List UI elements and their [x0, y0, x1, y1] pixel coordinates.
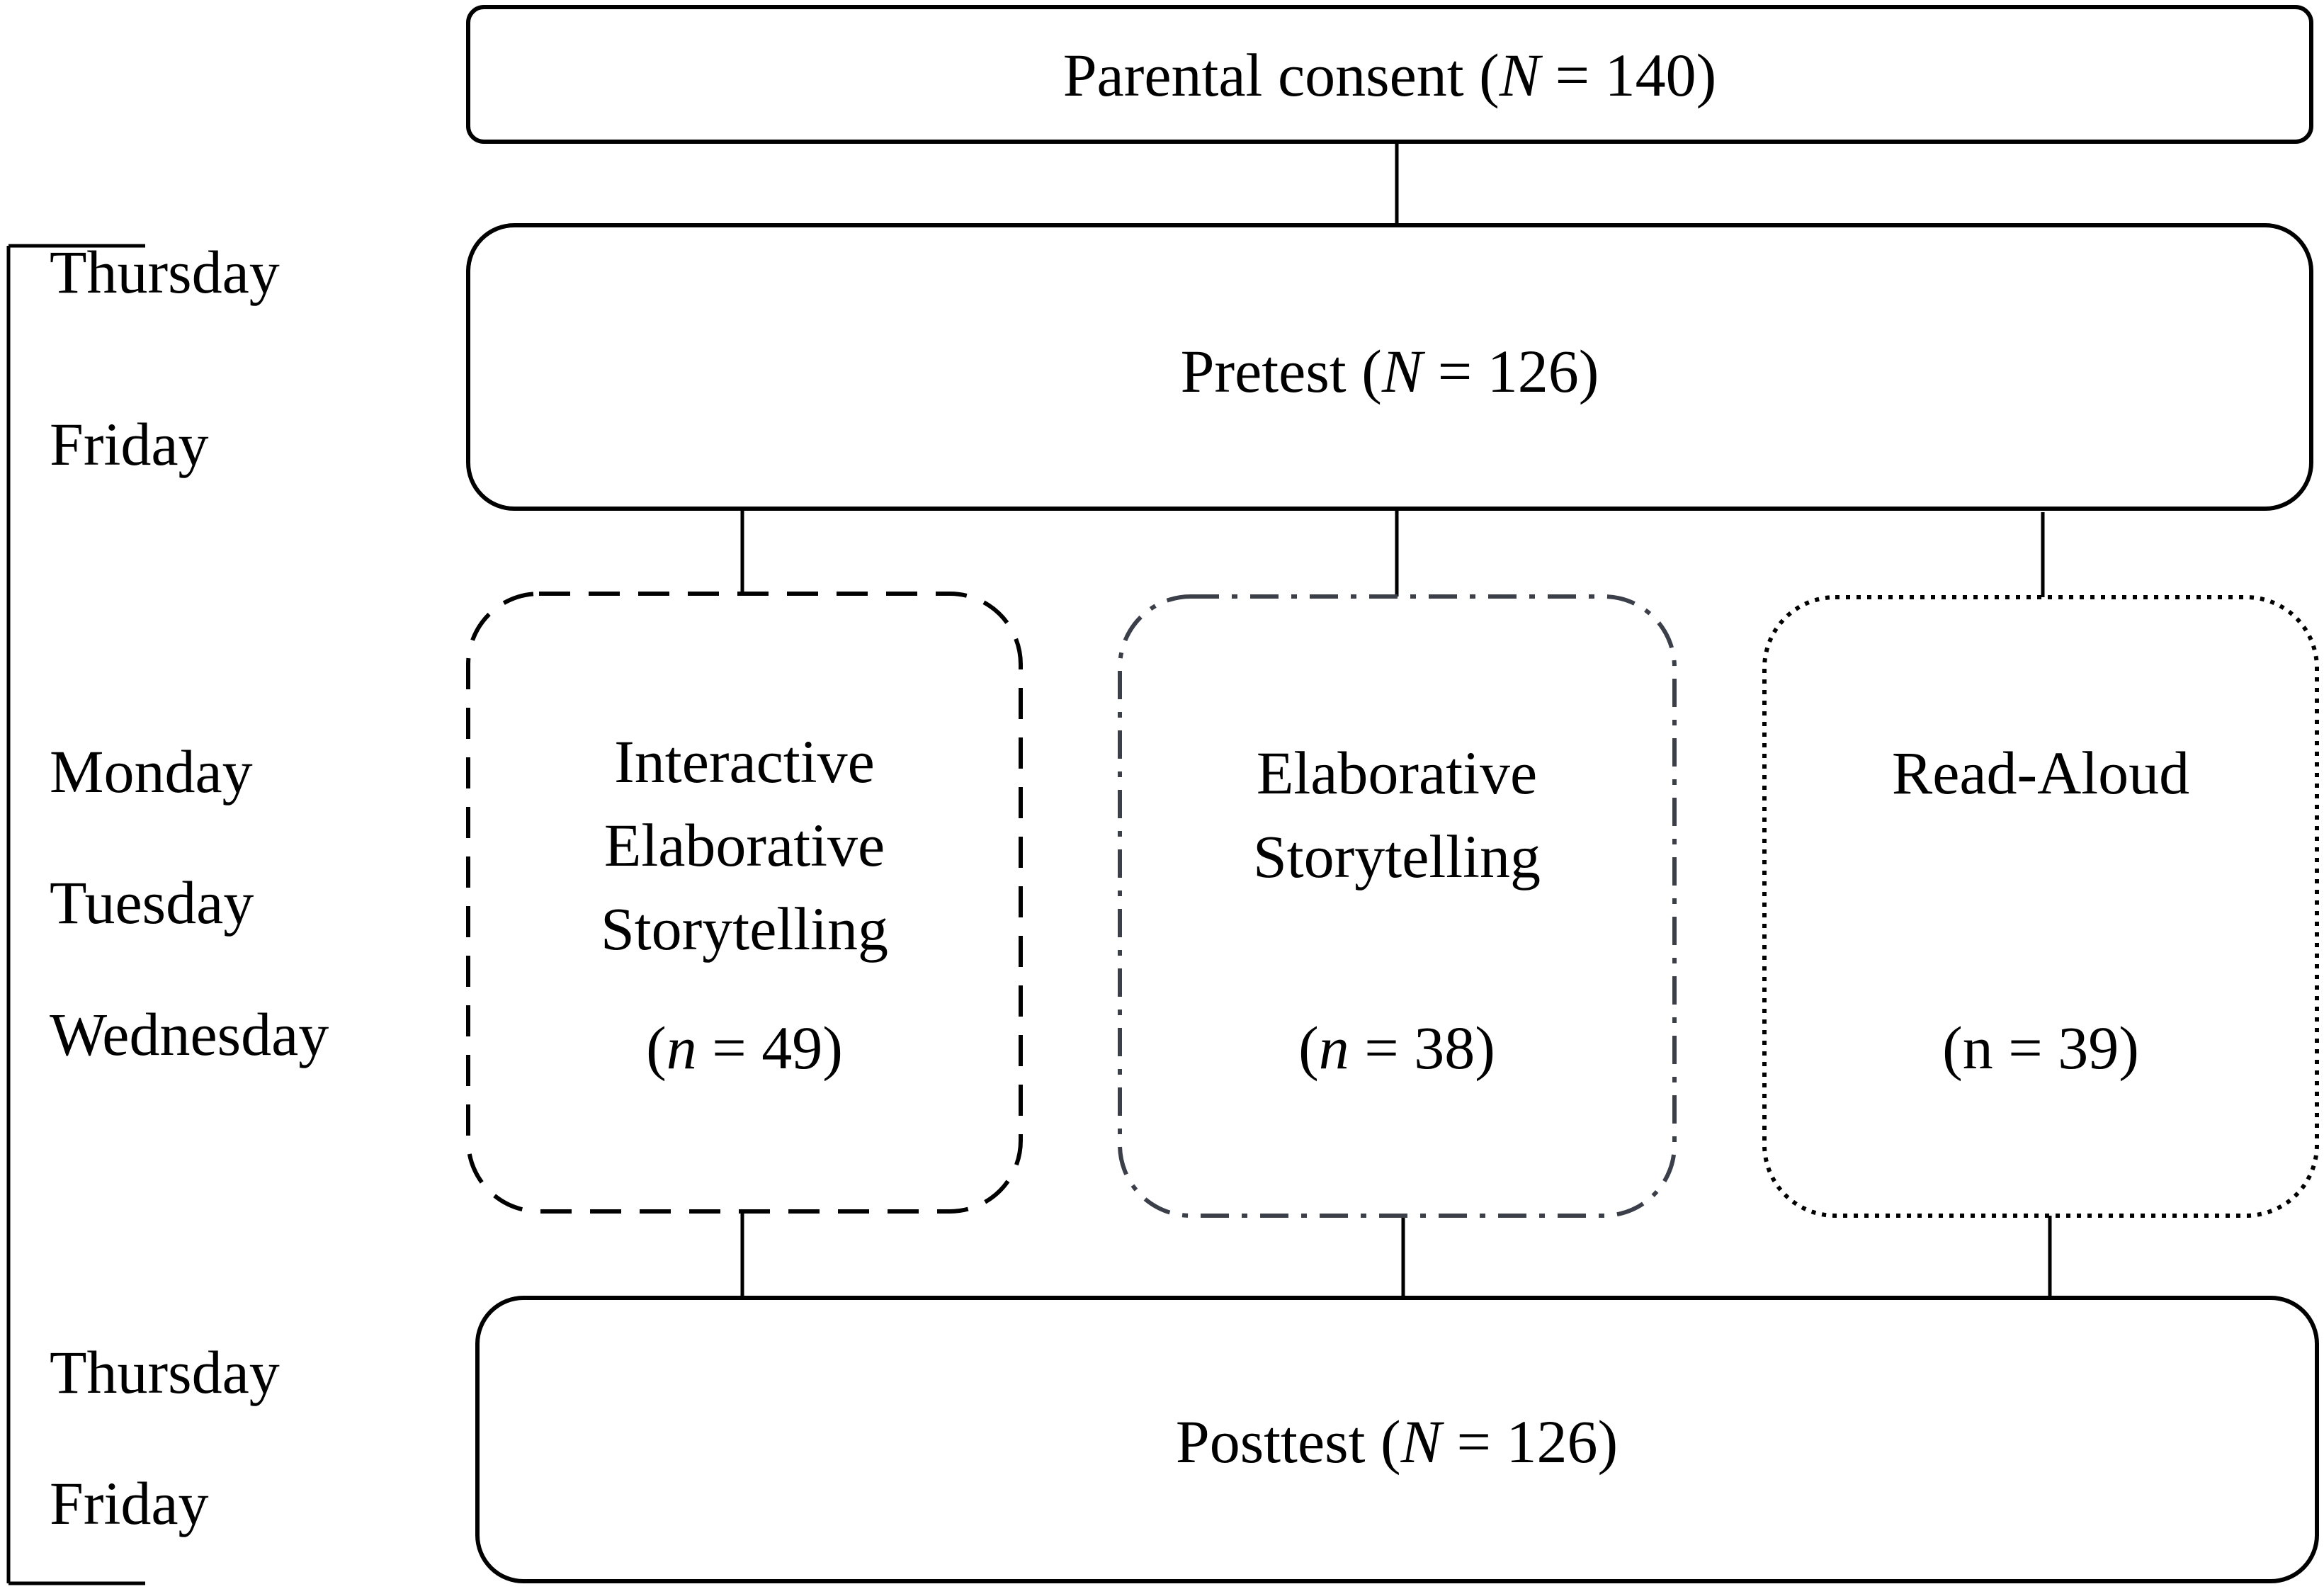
day-label-posttest-1: Thursday	[50, 1338, 280, 1406]
posttest-box	[475, 1296, 2319, 1583]
day-label-pretest-1: Thursday	[50, 238, 280, 306]
pretest-box	[466, 223, 2313, 511]
interactive-line2: Elaborative	[604, 811, 885, 879]
posttest-node: Posttest (N = 126)	[475, 1296, 2319, 1583]
consent-label: Parental consent (N = 140)	[1063, 41, 1717, 109]
day-label-pretest-2: Friday	[50, 410, 209, 478]
posttest-label: Posttest (N = 126)	[1176, 1408, 1618, 1476]
interactive-line3: Storytelling	[601, 895, 888, 963]
interactive-box	[466, 592, 1023, 1214]
readaloud-node: Read-Aloud (n = 39)	[1762, 595, 2319, 1218]
interactive-node: Interactive Elaborative Storytelling (n …	[466, 592, 1023, 1214]
elaborative-count: (n = 38)	[1298, 1014, 1495, 1082]
timeline-bracket	[6, 244, 145, 1585]
consent-box	[466, 5, 2313, 144]
interactive-count: (n = 49)	[646, 1014, 843, 1082]
elaborative-node: Elaborative Storytelling (n = 38)	[1118, 594, 1677, 1218]
consent-node: Parental consent (N = 140)	[466, 5, 2313, 144]
elaborative-box	[1118, 594, 1677, 1218]
interactive-line1: Interactive	[614, 728, 875, 796]
readaloud-line1: Read-Aloud	[1892, 739, 2189, 807]
day-label-posttest-2: Friday	[50, 1469, 209, 1537]
readaloud-box	[1762, 595, 2319, 1218]
pretest-node: Pretest (N = 126)	[466, 223, 2313, 511]
day-label-intervention-3: Wednesday	[50, 1000, 329, 1068]
pretest-label: Pretest (N = 126)	[1181, 337, 1599, 405]
day-label-intervention-1: Monday	[50, 737, 253, 805]
readaloud-count: (n = 39)	[1942, 1014, 2139, 1082]
day-labels: Thursday Friday Monday Tuesday Wednesday…	[50, 238, 329, 1537]
day-label-intervention-2: Tuesday	[50, 869, 254, 937]
connectors	[740, 142, 2052, 1298]
elaborative-line1: Elaborative	[1257, 739, 1537, 807]
elaborative-line2: Storytelling	[1253, 822, 1541, 890]
